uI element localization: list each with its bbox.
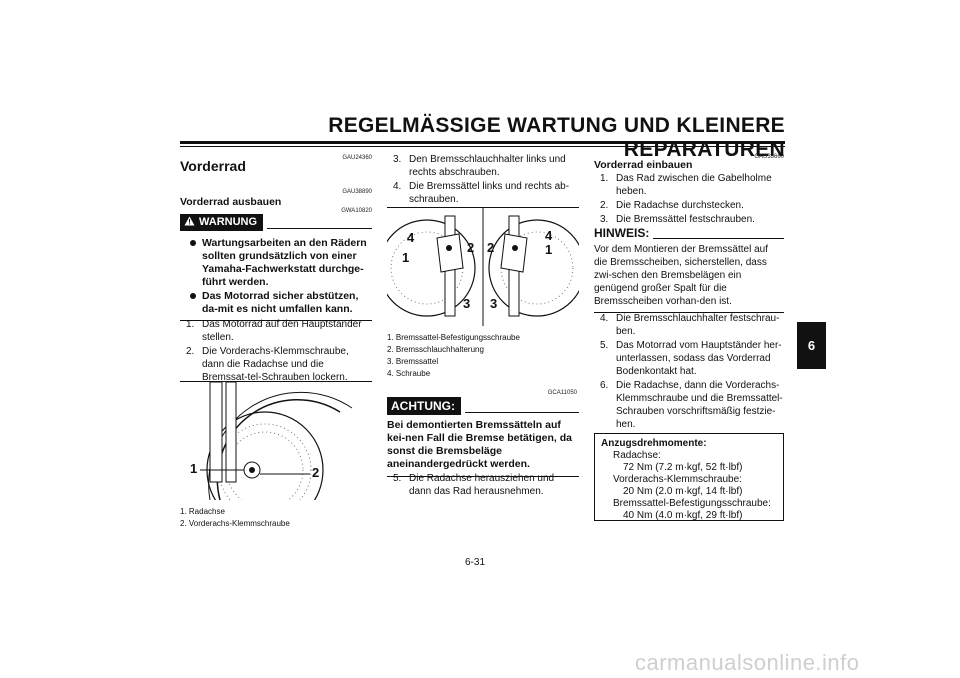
note-text: Vor dem Montieren der Bremssättel auf di… <box>594 244 768 307</box>
list-item: 4.Die Bremssättel links und rechts ab-sc… <box>393 181 570 205</box>
watermark: carmanualsonline.info <box>635 650 860 675</box>
torque-value: 40 Nm (4.0 m·kgf, 29 ft·lbf) <box>623 510 743 521</box>
page-number: 6-31 <box>465 557 486 568</box>
list-item: 2.Die Radachse durchstecken. <box>600 200 744 211</box>
caution-box: ACHTUNG: Bei demontierten Bremssätteln a… <box>387 397 579 477</box>
subheading-ausbauen: Vorderrad ausbauen <box>180 196 282 208</box>
warning-item: Wartungsarbeiten an den Rädern sollten g… <box>180 237 372 289</box>
steps-list-3: 5.Die Radachse herausziehen und dann das… <box>387 472 579 499</box>
figure-label: 1 <box>545 242 553 257</box>
subheading-einbauen: Vorderrad einbauen <box>594 159 693 171</box>
torque-label: Radachse: <box>613 450 661 461</box>
code-gwa10820: GWA10820 <box>341 208 372 214</box>
figure-label: 2 <box>487 240 495 255</box>
figure-label: 1 <box>402 250 410 265</box>
torque-label: Bremssattel-Befestigungsschraube: <box>613 498 771 509</box>
caption-item: 3. Bremssattel <box>387 357 439 366</box>
section-heading-vorderrad: Vorderrad <box>180 158 246 174</box>
torque-title: Anzugsdrehmomente: <box>601 438 707 449</box>
header-rule-thin <box>180 146 785 147</box>
code-gau33660: GAU33660 <box>754 154 784 160</box>
list-item: 1.Das Motorrad auf den Hauptständer stel… <box>186 319 362 343</box>
figure-captions-1: 1. Radachse 2. Vorderachs-Klemmschraube <box>180 506 372 530</box>
steps-list-2: 3.Den Bremsschlauchhalter links und rech… <box>387 153 579 207</box>
list-item: 5.Das Motorrad vom Hauptständer her-unte… <box>600 340 782 377</box>
code-gau24360: GAU24360 <box>342 155 372 161</box>
note-label: HINWEIS: <box>594 226 650 240</box>
list-item: 1.Das Rad zwischen die Gabelholme heben. <box>600 173 772 197</box>
figure-label: 1 <box>190 461 198 476</box>
caption-item: 2. Vorderachs-Klemmschraube <box>180 519 290 528</box>
figure-label: 3 <box>490 296 498 311</box>
warning-box: WARNUNG Wartungsarbeiten an den Rädern s… <box>180 214 372 321</box>
figure-front-wheel-axle: 1 2 <box>180 381 372 500</box>
figure-label: 4 <box>545 228 553 243</box>
steps-list-4: 1.Das Rad zwischen die Gabelholme heben.… <box>594 172 784 227</box>
caution-text: Bei demontierten Bremssätteln auf kei-ne… <box>387 419 572 470</box>
torque-label: Vorderachs-Klemmschraube: <box>613 474 742 485</box>
list-item: 3.Die Bremssättel festschrauben. <box>600 214 755 225</box>
caption-item: 4. Schraube <box>387 369 431 378</box>
code-gau38890: GAU38890 <box>342 189 372 195</box>
warning-item: Das Motorrad sicher abstützen, da-mit es… <box>180 290 372 316</box>
steps-list-5: 4.Die Bremsschlauchhalter festschrau-ben… <box>594 312 784 432</box>
warning-triangle-icon <box>184 216 195 229</box>
figure-label: 3 <box>463 296 471 311</box>
torque-value: 72 Nm (7.2 m·kgf, 52 ft·lbf) <box>623 462 743 473</box>
header-rule <box>180 141 785 144</box>
warning-list: Wartungsarbeiten an den Rädern sollten g… <box>180 237 372 316</box>
list-item: 3.Den Bremsschlauchhalter links und rech… <box>393 154 566 178</box>
caption-item: 1. Radachse <box>180 507 225 516</box>
note-box: HINWEIS: Vor dem Montieren der Bremssätt… <box>594 226 784 313</box>
torque-box: Anzugsdrehmomente: Radachse: 72 Nm (7.2 … <box>594 433 784 521</box>
figure-label: 4 <box>407 230 415 245</box>
list-item: 6.Die Radachse, dann die Vorderachs-Klem… <box>600 380 783 430</box>
figure-captions-2: 1. Bremssattel-Befestigungsschraube 2. B… <box>387 332 579 380</box>
figure-label: 2 <box>312 465 320 480</box>
figure-label: 2 <box>467 240 475 255</box>
caption-item: 1. Bremssattel-Befestigungsschraube <box>387 333 520 342</box>
warning-label: WARNUNG <box>180 214 264 231</box>
figure-brake-calipers: 4 1 2 2 4 1 3 3 <box>387 207 579 326</box>
chapter-tab: 6 <box>797 322 826 369</box>
list-item: 4.Die Bremsschlauchhalter festschrau-ben… <box>600 313 780 337</box>
list-item: 2.Die Vorderachs-Klemmschraube, dann die… <box>186 346 349 383</box>
torque-value: 20 Nm (2.0 m·kgf, 14 ft·lbf) <box>623 486 743 497</box>
code-gca11050: GCA11050 <box>547 390 577 396</box>
list-item: 5.Die Radachse herausziehen und dann das… <box>393 473 555 497</box>
steps-list-1: 1.Das Motorrad auf den Hauptständer stel… <box>180 318 372 385</box>
caution-label: ACHTUNG: <box>387 397 461 415</box>
caption-item: 2. Bremsschlauchhalterung <box>387 345 484 354</box>
